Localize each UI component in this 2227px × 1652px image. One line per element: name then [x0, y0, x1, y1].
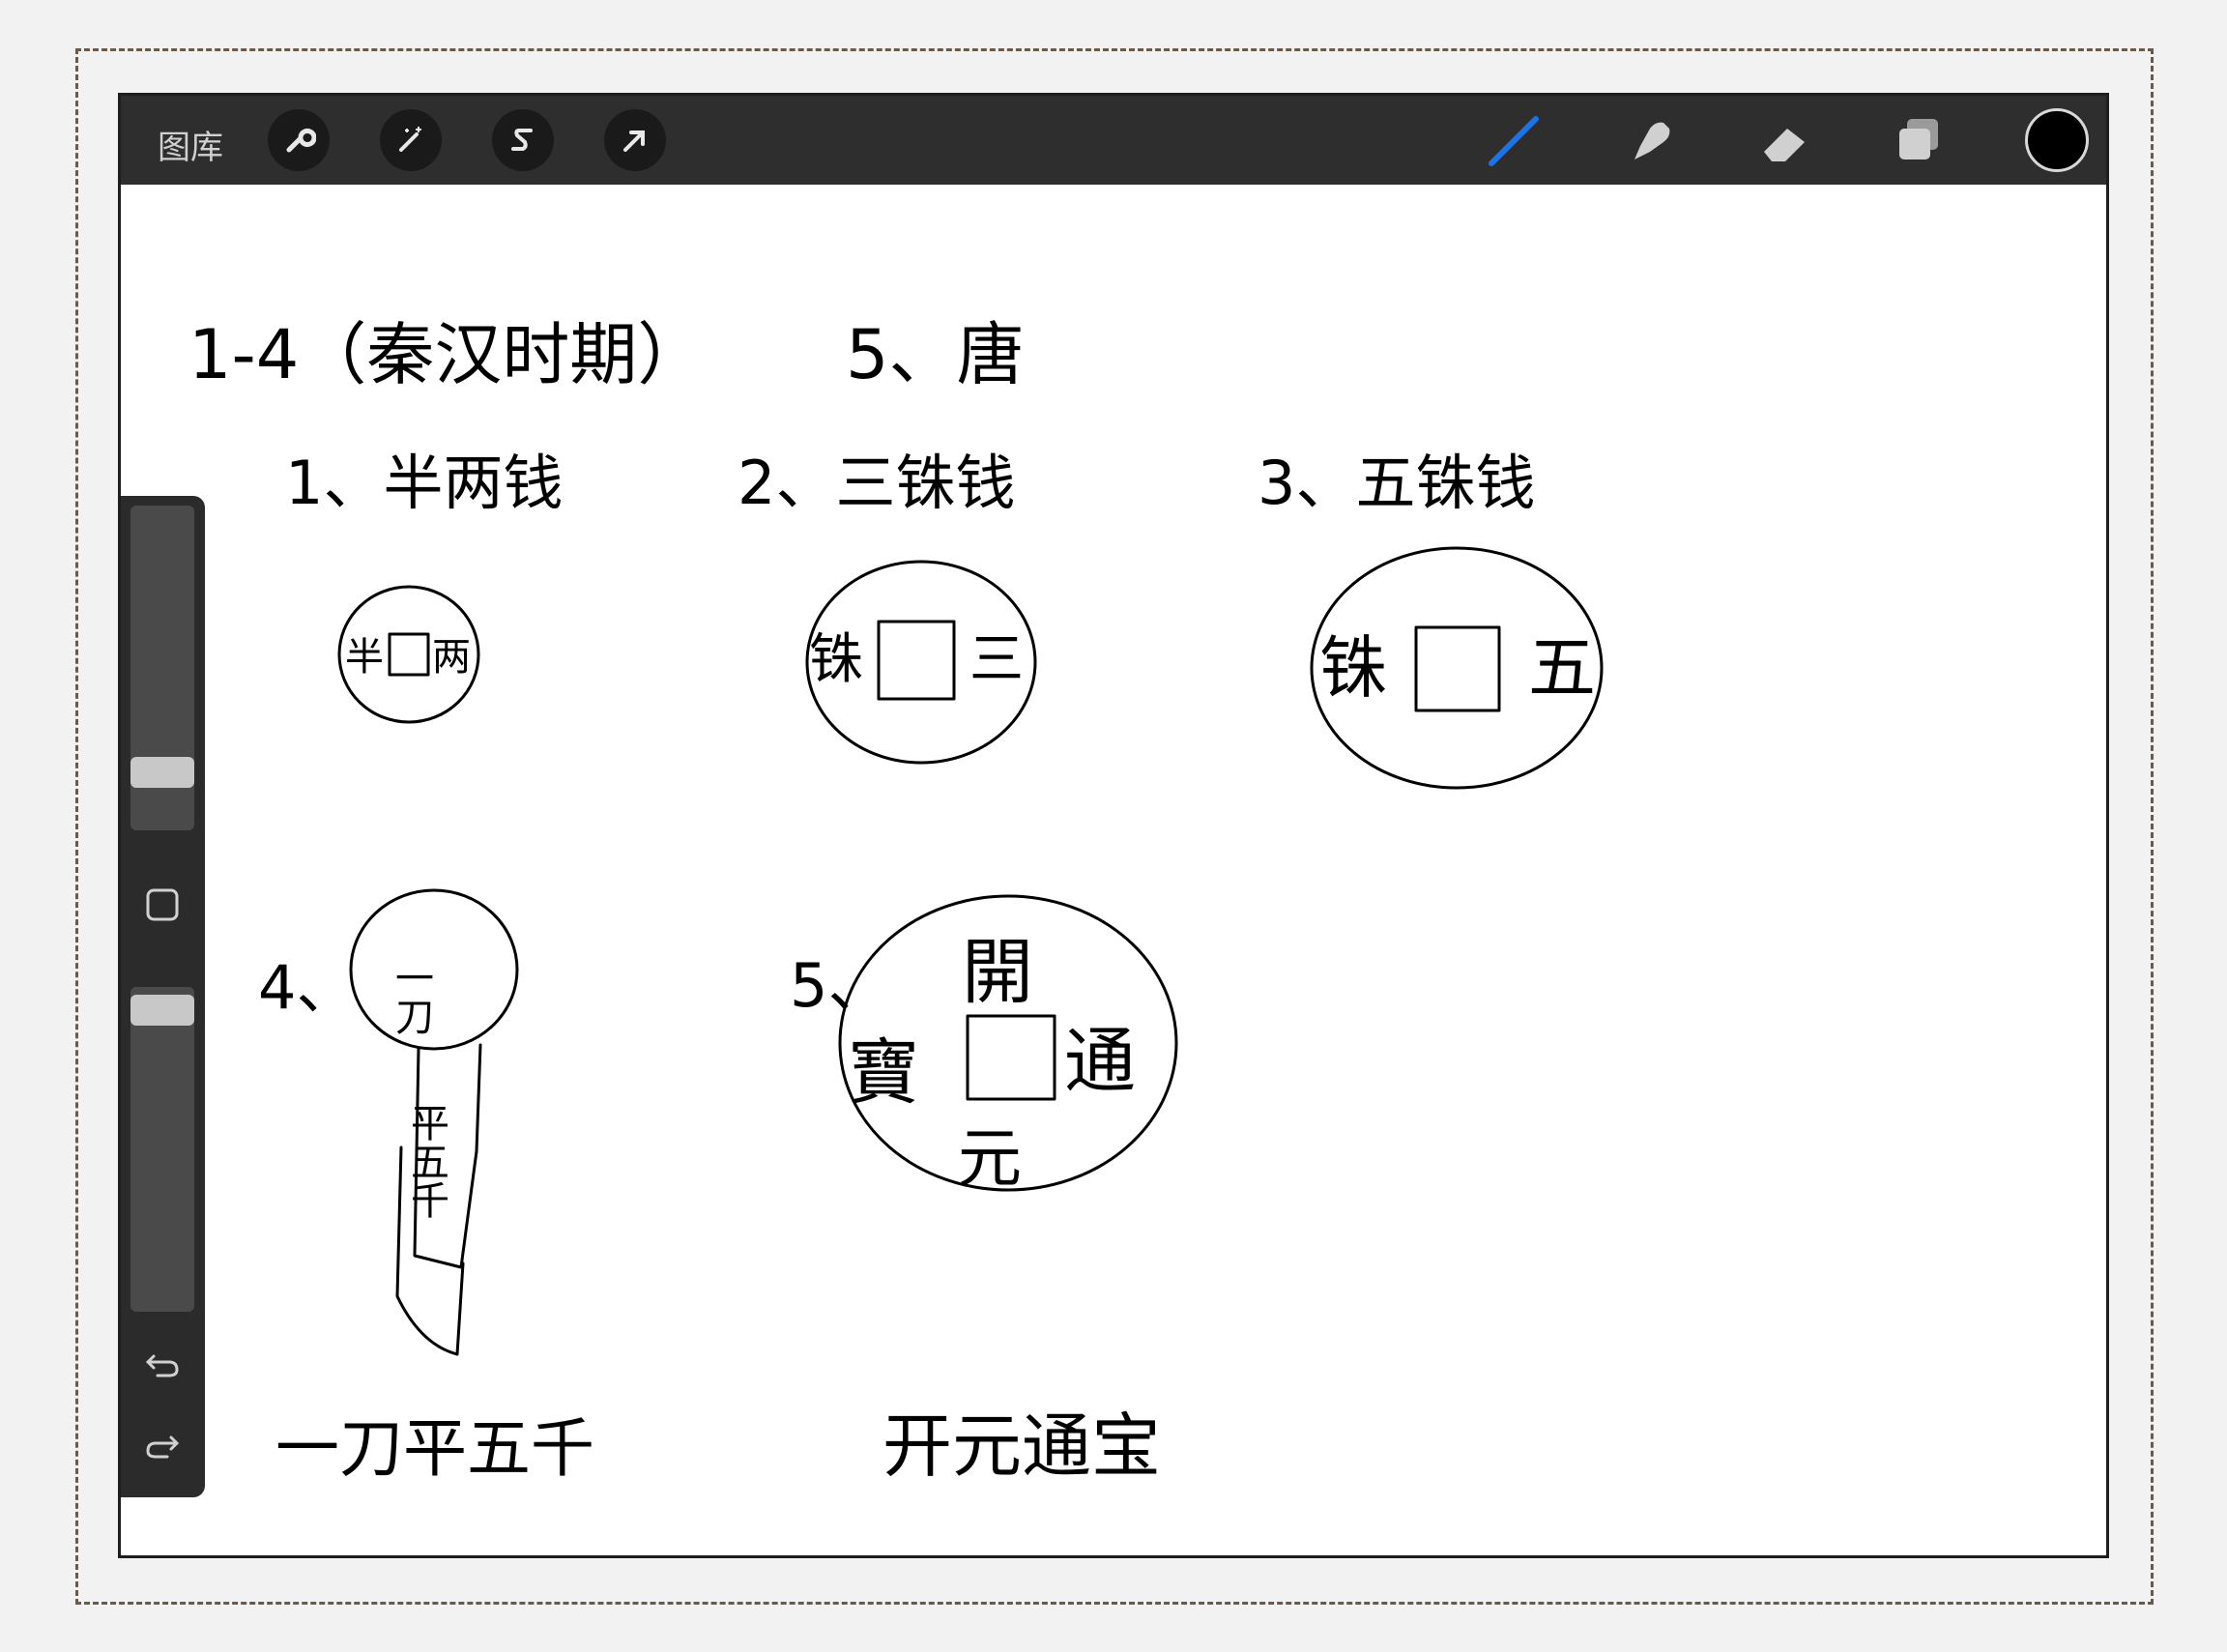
drawing-canvas[interactable]: 1-4（秦汉时期） 5、唐 1、半两钱 2、三铢钱 3、五铢钱 半 两 铢 三 [121, 185, 2106, 1555]
modify-square-icon[interactable] [140, 883, 185, 927]
undo-icon[interactable] [140, 1343, 185, 1387]
heading-right: 5、唐 [846, 315, 1025, 394]
coin-5-char-top: 開 [962, 931, 1033, 1014]
top-toolbar: 图库 [121, 96, 2106, 185]
coin-2-drawing: 铢 三 [805, 560, 1037, 765]
coin-1-drawing: 半 两 [337, 585, 480, 724]
redo-icon[interactable] [140, 1424, 185, 1468]
coin-5-label: 5、 [790, 950, 887, 1021]
brush-size-knob[interactable] [130, 757, 194, 788]
layers-icon[interactable] [1890, 109, 1952, 171]
coin-3-label: 3、五铢钱 [1258, 448, 1535, 518]
coin-5-char-bottom: 元 [958, 1121, 1022, 1196]
brush-opacity-knob[interactable] [130, 995, 194, 1026]
coin-1-char-right: 两 [432, 635, 471, 680]
wrench-icon[interactable] [268, 109, 330, 171]
magic-wand-icon[interactable] [380, 109, 442, 171]
color-picker-swatch[interactable] [2025, 108, 2089, 172]
coin-3-char-left: 铢 [1319, 628, 1387, 708]
coin-2-char-right: 三 [969, 628, 1024, 691]
brush-icon[interactable] [1484, 109, 1546, 171]
coin-3-char-right: 五 [1528, 628, 1596, 708]
smudge-icon[interactable] [1621, 109, 1683, 171]
brush-opacity-slider[interactable] [130, 987, 194, 1312]
coin-4-caption: 一刀平五千 [275, 1411, 594, 1486]
transform-arrow-icon[interactable] [604, 109, 666, 171]
coin-4-label: 4、 [258, 952, 356, 1023]
eraser-icon[interactable] [1754, 109, 1816, 171]
coin-5-drawing: 5、 開 寶 通 元 开元通宝 [790, 894, 1178, 1487]
photo-frame-border [75, 48, 2154, 1605]
coin-5-caption: 开元通宝 [882, 1406, 1161, 1487]
gallery-button[interactable]: 图库 [158, 129, 223, 167]
coin-1-char-left: 半 [345, 635, 384, 680]
selection-icon[interactable] [492, 109, 554, 171]
coin-5-char-left: 寶 [848, 1031, 919, 1115]
procreate-app-window: 图库 1-4（秦汉时期） 5、唐 [118, 93, 2109, 1558]
coin-4-char-top: 一刀 [389, 958, 433, 1035]
coin-4-drawing: 4、 一刀 平五千 一刀平五千 [258, 888, 594, 1486]
coin-4-char-blade: 平五千 [404, 1103, 448, 1219]
left-sidebar [121, 496, 205, 1497]
coin-5-char-right: 通 [1064, 1020, 1136, 1103]
heading-left: 1-4（秦汉时期） [188, 315, 705, 394]
coin-2-label: 2、三铢钱 [738, 448, 1015, 518]
coin-1-label: 1、半两钱 [285, 448, 563, 518]
coin-2-char-left: 铢 [809, 628, 863, 691]
coin-3-drawing: 铢 五 [1310, 546, 1604, 790]
